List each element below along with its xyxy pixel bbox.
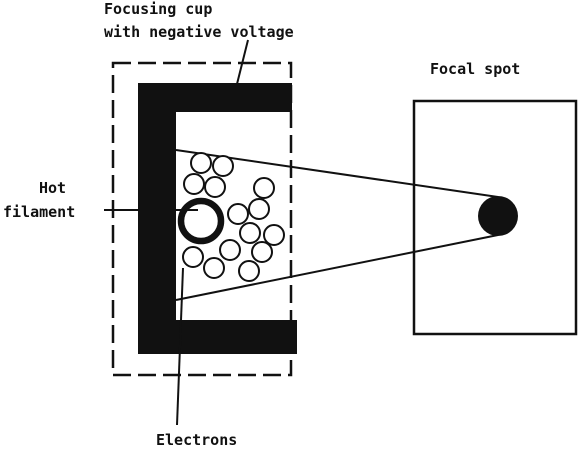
focal-spot-label: Focal spot: [430, 60, 520, 78]
electron: [227, 203, 249, 225]
electron: [251, 241, 273, 263]
hot-filament: [177, 197, 225, 245]
focusing-cup-dashed-outline: [111, 61, 293, 377]
electron: [238, 260, 260, 282]
electron: [219, 239, 241, 261]
electron: [190, 152, 212, 174]
focal-spot: [478, 196, 518, 236]
electron: [248, 198, 270, 220]
electron-cloud: [182, 152, 285, 282]
electron: [253, 177, 275, 199]
focusing-cup-leader: [236, 39, 249, 85]
electrons-label: Electrons: [156, 431, 237, 449]
focusing-cup-label-line2: with negative voltage: [104, 23, 294, 41]
electron: [263, 224, 285, 246]
electron: [212, 155, 234, 177]
focusing-cup: [138, 83, 297, 354]
electron: [182, 246, 204, 268]
electrons-leader: [176, 267, 184, 426]
hot-filament-label-line2: filament: [3, 203, 75, 221]
electron: [204, 176, 226, 198]
beam-lower-edge: [175, 234, 499, 301]
hot-filament-label-line1: Hot: [39, 179, 66, 197]
focusing-cup-label-line1: Focusing cup: [104, 0, 212, 18]
electron: [203, 257, 225, 279]
electron: [183, 173, 205, 195]
electron: [239, 222, 261, 244]
